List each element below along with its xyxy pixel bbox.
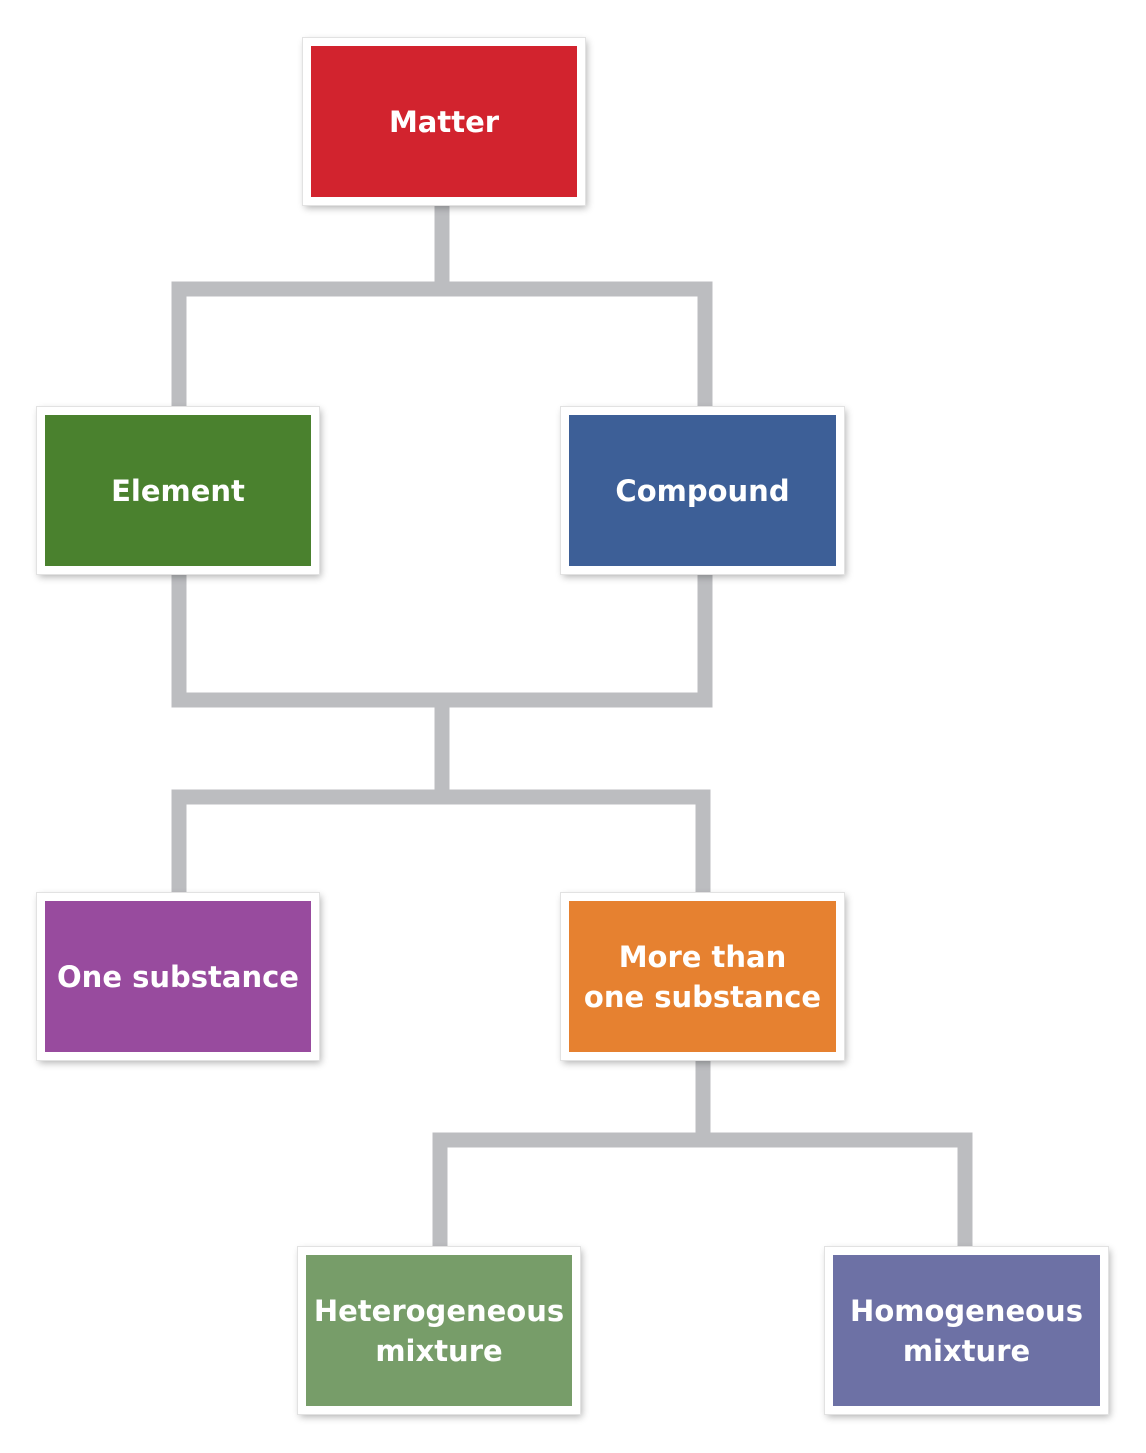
node-element: Element	[37, 407, 319, 574]
node-compound-label: Compound	[615, 473, 790, 508]
node-one-substance-label: One substance	[57, 959, 299, 994]
node-more-than-one-substance: More than one substance	[561, 893, 844, 1060]
node-hetero-label-line-2: mixture	[375, 1333, 503, 1368]
connector-mixture-branch	[432, 1132, 973, 1255]
node-homogeneous-mixture: Homogeneous mixture	[825, 1247, 1108, 1414]
node-more-label-line-1: More than	[618, 939, 787, 974]
node-homo-label-line-1: Homogeneous	[850, 1293, 1083, 1328]
connector-matter-branch	[171, 281, 713, 415]
node-one-substance: One substance	[37, 893, 319, 1060]
node-hetero-label-line-1: Heterogeneous	[313, 1293, 565, 1328]
node-homo-label-line-2: mixture	[902, 1333, 1031, 1368]
node-heterogeneous-mixture: Heterogeneous mixture	[298, 1247, 580, 1414]
node-matter: Matter	[303, 38, 585, 205]
node-more-label-line-2: one substance	[583, 979, 822, 1014]
node-compound: Compound	[561, 407, 844, 574]
connector-substance-branch	[171, 789, 711, 901]
node-matter-label: Matter	[388, 104, 500, 139]
node-element-label: Element	[111, 473, 245, 508]
